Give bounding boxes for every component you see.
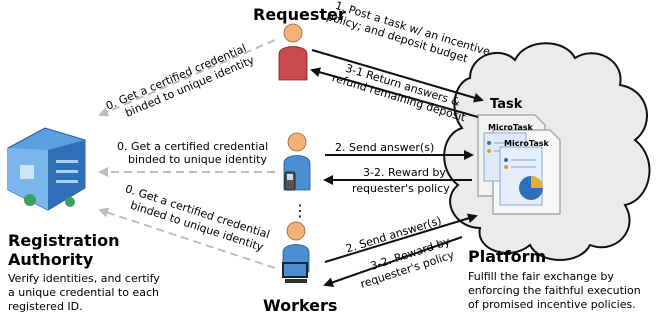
workers-title: Workers <box>263 296 337 315</box>
requester-title: Requester <box>253 5 346 24</box>
send-answer-arrow-bot <box>324 213 478 263</box>
computer-icon <box>282 262 308 283</box>
credential-arrow-requester <box>98 39 276 117</box>
credential-arrow-worker-bot <box>98 207 276 269</box>
ra-title-line-2: Authority <box>8 250 94 269</box>
platform-title: Platform <box>468 247 546 266</box>
platform-desc-line-2: enforcing the faithful execution <box>468 284 641 297</box>
authority-desc: Verify identities, and certify a unique … <box>8 272 163 313</box>
building-icon <box>7 127 86 211</box>
microtask-label-1: MicroTask <box>488 123 533 132</box>
reward-label-mid-line-1: 3-2. Reward by <box>363 166 446 179</box>
authority-desc-line-1: Verify identities, and certify <box>8 272 160 285</box>
credential-label-mid-line-1: 0. Get a certified credential <box>117 140 268 153</box>
ra-title-line-1: Registration <box>8 231 119 250</box>
microtask-label-2: MicroTask <box>504 139 549 148</box>
credential-label-requester: 0. Get a certified credential binded to … <box>104 42 257 120</box>
phone-icon <box>284 171 296 191</box>
platform-desc-line-3: of promised incentive policies. <box>468 298 636 311</box>
return-answers-arrow <box>310 67 479 118</box>
credential-label-mid-line-2: binded to unique identity <box>128 153 267 166</box>
authority-desc-line-3: registered ID. <box>8 300 83 313</box>
person-requester-icon <box>278 23 308 81</box>
pie-chart-icon <box>519 176 543 200</box>
authority-desc-line-2: a unique credential to each <box>8 286 159 299</box>
reward-label-mid-line-2: requester's policy <box>352 182 450 195</box>
registration-authority-title: Registration Authority <box>8 231 125 269</box>
reward-arrow-bot <box>323 236 463 288</box>
platform-desc: Fulfill the fair exchange by enforcing t… <box>468 270 644 311</box>
ellipsis: ⋮ <box>292 201 308 220</box>
task-title: Task <box>490 97 523 112</box>
post-task-arrow <box>311 49 484 103</box>
send-answer-label-mid: 2. Send answer(s) <box>335 141 434 154</box>
document-icon <box>477 114 561 215</box>
credential-label-worker-bot: 0. Get a certified credential binded to … <box>124 182 272 254</box>
platform-desc-line-1: Fulfill the fair exchange by <box>468 270 614 283</box>
